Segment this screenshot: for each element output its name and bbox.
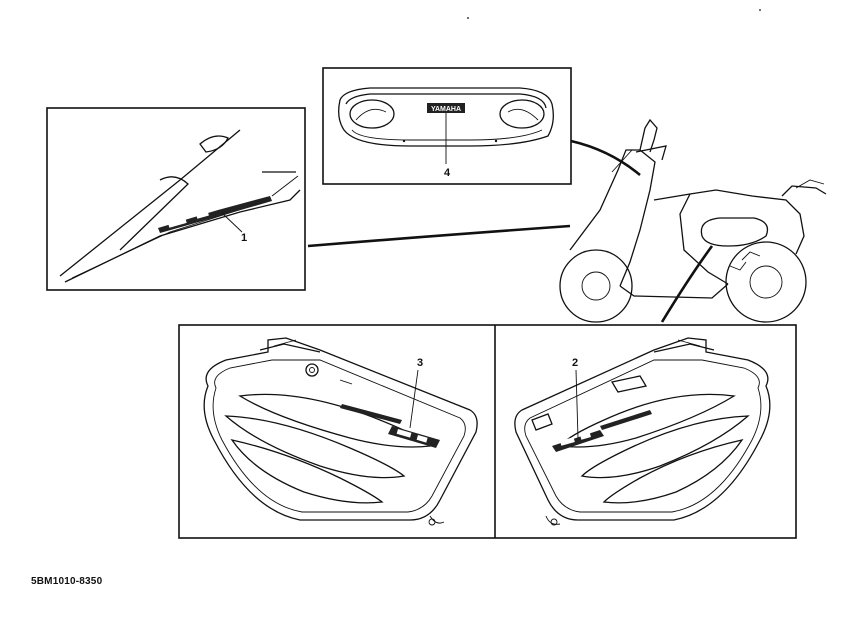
left-side-cover: [203, 337, 478, 526]
grab-bar-drawing: [338, 87, 554, 147]
callout-3: 3: [417, 357, 423, 369]
scooter-silhouette: [559, 118, 827, 323]
shield-decal: [158, 196, 272, 233]
badge-text: YAMAHA: [431, 106, 461, 113]
yamaha-badge: YAMAHA: [427, 103, 465, 113]
callout-2: 2: [572, 357, 578, 369]
inset-grab-bar: [322, 67, 572, 185]
front-shield-drawing: [59, 129, 301, 283]
part-code: 5BM1010-8350: [31, 576, 103, 587]
callout-1: 1: [241, 232, 247, 244]
right-side-cover: [514, 337, 771, 526]
callout-4: 4: [444, 167, 451, 179]
inset-side-covers: [178, 324, 797, 539]
connector-lines: [307, 139, 714, 323]
